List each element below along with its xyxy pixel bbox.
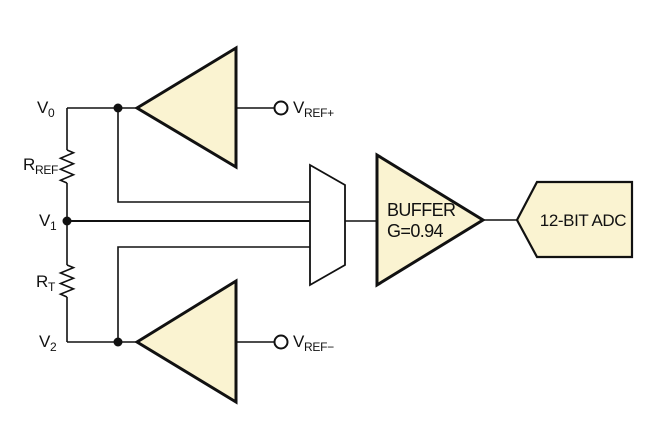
adc-label: 12-BIT ADC bbox=[540, 211, 627, 230]
v2-branch-to-mux-wire bbox=[117, 246, 311, 342]
v2-label: V2 bbox=[39, 332, 57, 354]
adc-block-shape bbox=[515, 180, 634, 259]
resistor-rref-zigzag bbox=[58, 149, 76, 184]
v1-junction-dot bbox=[62, 216, 72, 226]
buffer-gain-label: G=0.94 bbox=[387, 221, 444, 241]
top-reference-amp-triangle bbox=[134, 45, 238, 170]
v1-label: V1 bbox=[39, 211, 57, 233]
buffer-amp-triangle bbox=[375, 152, 486, 288]
buffer-name-label: BUFFER bbox=[387, 200, 456, 220]
rref-label: RREF bbox=[23, 155, 58, 177]
v0-branch-to-mux-wire bbox=[117, 108, 311, 203]
vref-minus-terminal-circle bbox=[273, 334, 289, 350]
resistor-rt-zigzag bbox=[58, 264, 76, 298]
vref-plus-label: VREF+ bbox=[293, 98, 334, 120]
bottom-reference-amp-triangle bbox=[134, 278, 238, 405]
vref-plus-terminal-circle bbox=[273, 100, 289, 116]
rt-label: RT bbox=[36, 272, 56, 294]
multiplexer-symbol bbox=[309, 163, 346, 287]
v2-junction-dot bbox=[113, 337, 123, 347]
v0-label: V0 bbox=[37, 98, 55, 120]
v0-junction-dot bbox=[113, 103, 123, 113]
vref-minus-label: VREF− bbox=[293, 332, 334, 354]
